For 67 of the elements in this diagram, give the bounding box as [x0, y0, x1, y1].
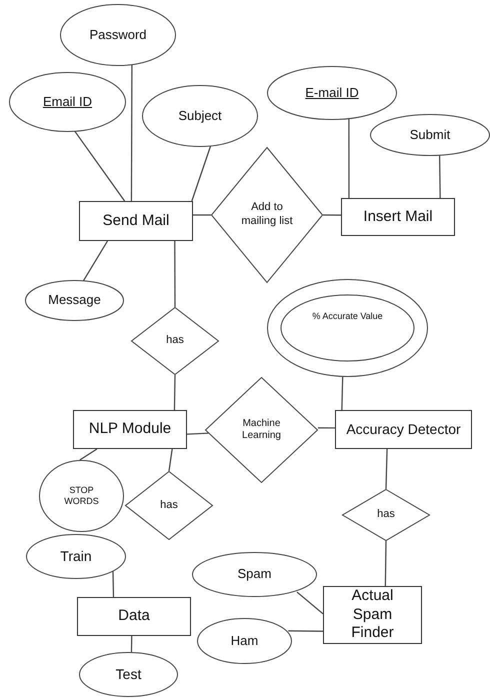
connector-line [168, 448, 173, 472]
node-label: Accuracy Detector [346, 420, 461, 438]
connector-line [130, 64, 133, 201]
attribute-ellipse [39, 460, 124, 532]
node-label: has [377, 508, 395, 522]
connector-line [191, 146, 211, 202]
node-label: Submit [410, 126, 450, 144]
node-label: has [166, 334, 184, 348]
connector-line [288, 630, 323, 632]
node-label: Insert Mail [363, 208, 433, 226]
attribute-ellipse [142, 85, 258, 147]
node-label: Machine Learning [241, 418, 282, 442]
entity-box [77, 597, 191, 636]
attribute-ellipse [192, 552, 317, 597]
node-label: Train [60, 548, 92, 566]
connector-line [323, 214, 341, 216]
connector-line [79, 448, 98, 460]
connector-line [174, 241, 176, 307]
attribute-ellipse [26, 534, 126, 579]
node-label: Subject [178, 108, 222, 124]
node-label: Message [48, 292, 101, 309]
connector-line [318, 427, 335, 429]
node-label: has [160, 498, 178, 512]
relationship-diamond [131, 307, 219, 375]
attribute-ellipse [60, 4, 176, 66]
node-label: Send Mail [102, 212, 170, 230]
connector-line [385, 448, 388, 490]
node-label: Actual Spam Finder [350, 586, 395, 644]
node-label: Spam [238, 566, 272, 583]
node-label: STOP WORDS [63, 484, 100, 508]
attribute-ellipse [197, 618, 292, 664]
connector-line [174, 375, 176, 410]
entity-box [79, 201, 193, 241]
connector-line [130, 636, 132, 652]
node-label: NLP Module [88, 420, 172, 439]
connector-line [193, 214, 211, 216]
relationship-diamond [342, 489, 430, 541]
connector-line [74, 130, 126, 202]
entity-box [341, 198, 455, 236]
node-label: Email ID [42, 94, 92, 110]
connector-line [186, 432, 208, 435]
connector-line [112, 571, 114, 598]
node-label: Ham [230, 632, 258, 650]
connector-line [439, 156, 441, 198]
attribute-ellipse [370, 114, 490, 156]
entity-box [73, 410, 187, 449]
relationship-diamond [205, 377, 318, 483]
connector-line [384, 541, 387, 586]
node-label: E-mail ID [305, 84, 359, 102]
entity-box [335, 410, 472, 449]
node-label: Password [89, 26, 147, 44]
attribute-ellipse [9, 72, 126, 132]
connector-line [82, 240, 108, 282]
connector-line [341, 376, 344, 410]
connector-line [296, 592, 324, 614]
relationship-diamond [125, 471, 213, 540]
node-label: Data [118, 607, 150, 626]
attribute-ellipse [79, 652, 178, 697]
relationship-diamond [211, 147, 323, 283]
node-label: Add to mailing list [240, 201, 294, 229]
attribute-ellipse [25, 280, 124, 321]
connector-line [348, 118, 350, 198]
multivalued-attribute-ellipse [267, 279, 428, 377]
node-label: Test [116, 666, 142, 684]
attribute-ellipse [267, 66, 397, 120]
entity-box [323, 586, 422, 644]
node-label: % Accurate Value [312, 311, 383, 323]
